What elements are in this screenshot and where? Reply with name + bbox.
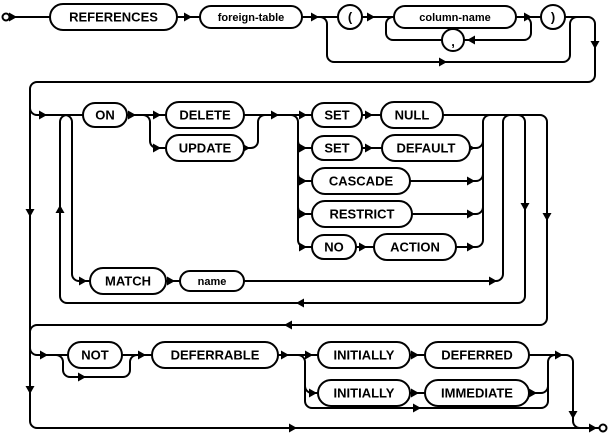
nonterminal-column-name-label: column-name [419,12,491,24]
keyword-action-label: ACTION [390,240,440,255]
rail-paren-bypass [319,16,578,63]
keyword-cascade: CASCADE [311,167,411,195]
rail-clause-loop [59,114,526,304]
nonterminal-column-name: column-name [393,5,517,29]
connector-lines [9,16,599,429]
rail-match-branch [64,114,511,282]
keyword-set2-label: SET [324,141,349,156]
keyword-not-label: NOT [81,348,109,363]
keyword-null: NULL [380,101,444,129]
keyword-on-label: ON [95,108,115,123]
keyword-cascade-label: CASCADE [329,174,394,189]
keyword-default: DEFAULT [381,134,471,162]
keyword-no-label: NO [324,240,344,255]
keyword-deferred-label: DEFERRED [441,348,513,363]
nonterminal-name-label: name [198,276,227,288]
keyword-update: UPDATE [165,134,245,162]
start-terminal-icon [1,12,11,22]
rail-main-spine [9,16,599,429]
keyword-deferrable-label: DEFERRABLE [171,348,260,363]
punct-comma-label: , [451,34,455,49]
keyword-initially-deferred-initially: INITIALLY [317,341,411,369]
keyword-default-label: DEFAULT [397,141,456,156]
nonterminal-foreign-table: foreign-table [199,5,303,29]
nonterminal-name: name [179,270,245,292]
punct-close-paren: ) [540,4,566,30]
keyword-references-label: REFERENCES [69,10,158,25]
punct-close-paren-label: ) [551,10,555,25]
end-terminal-icon [598,423,608,433]
punct-open-paren-label: ( [348,10,353,25]
keyword-delete-label: DELETE [179,108,231,123]
keyword-deferred: DEFERRED [424,341,530,369]
keyword-restrict-label: RESTRICT [330,207,395,222]
keyword-no: NO [311,234,357,260]
nonterminal-foreign-table-label: foreign-table [218,12,285,24]
punct-comma: , [441,28,465,52]
keyword-deferrable: DEFERRABLE [151,341,279,369]
keyword-match: MATCH [89,267,167,295]
keyword-immediate: IMMEDIATE [424,379,530,407]
keyword-delete: DELETE [165,101,245,129]
keyword-restrict: RESTRICT [311,200,413,228]
keyword-references: REFERENCES [49,3,178,31]
rail-initially-bypass [297,354,556,409]
keyword-null-label: NULL [395,108,430,123]
keyword-initially-immediate-initially: INITIALLY [317,379,411,407]
keyword-immediate-label: IMMEDIATE [441,386,513,401]
keyword-match-label: MATCH [105,274,151,289]
keyword-on: ON [82,102,128,128]
rail-not-bypass [55,354,138,378]
keyword-initially1-label: INITIALLY [334,348,395,363]
keyword-action: ACTION [373,233,457,261]
keyword-set-default-set: SET [311,135,363,161]
rail-deferrable-row [29,347,581,429]
keyword-initially2-label: INITIALLY [334,386,395,401]
keyword-set-null-set: SET [311,102,363,128]
punct-open-paren: ( [337,4,363,30]
keyword-update-label: UPDATE [179,141,232,156]
keyword-not: NOT [67,341,123,369]
keyword-set1-label: SET [324,108,349,123]
